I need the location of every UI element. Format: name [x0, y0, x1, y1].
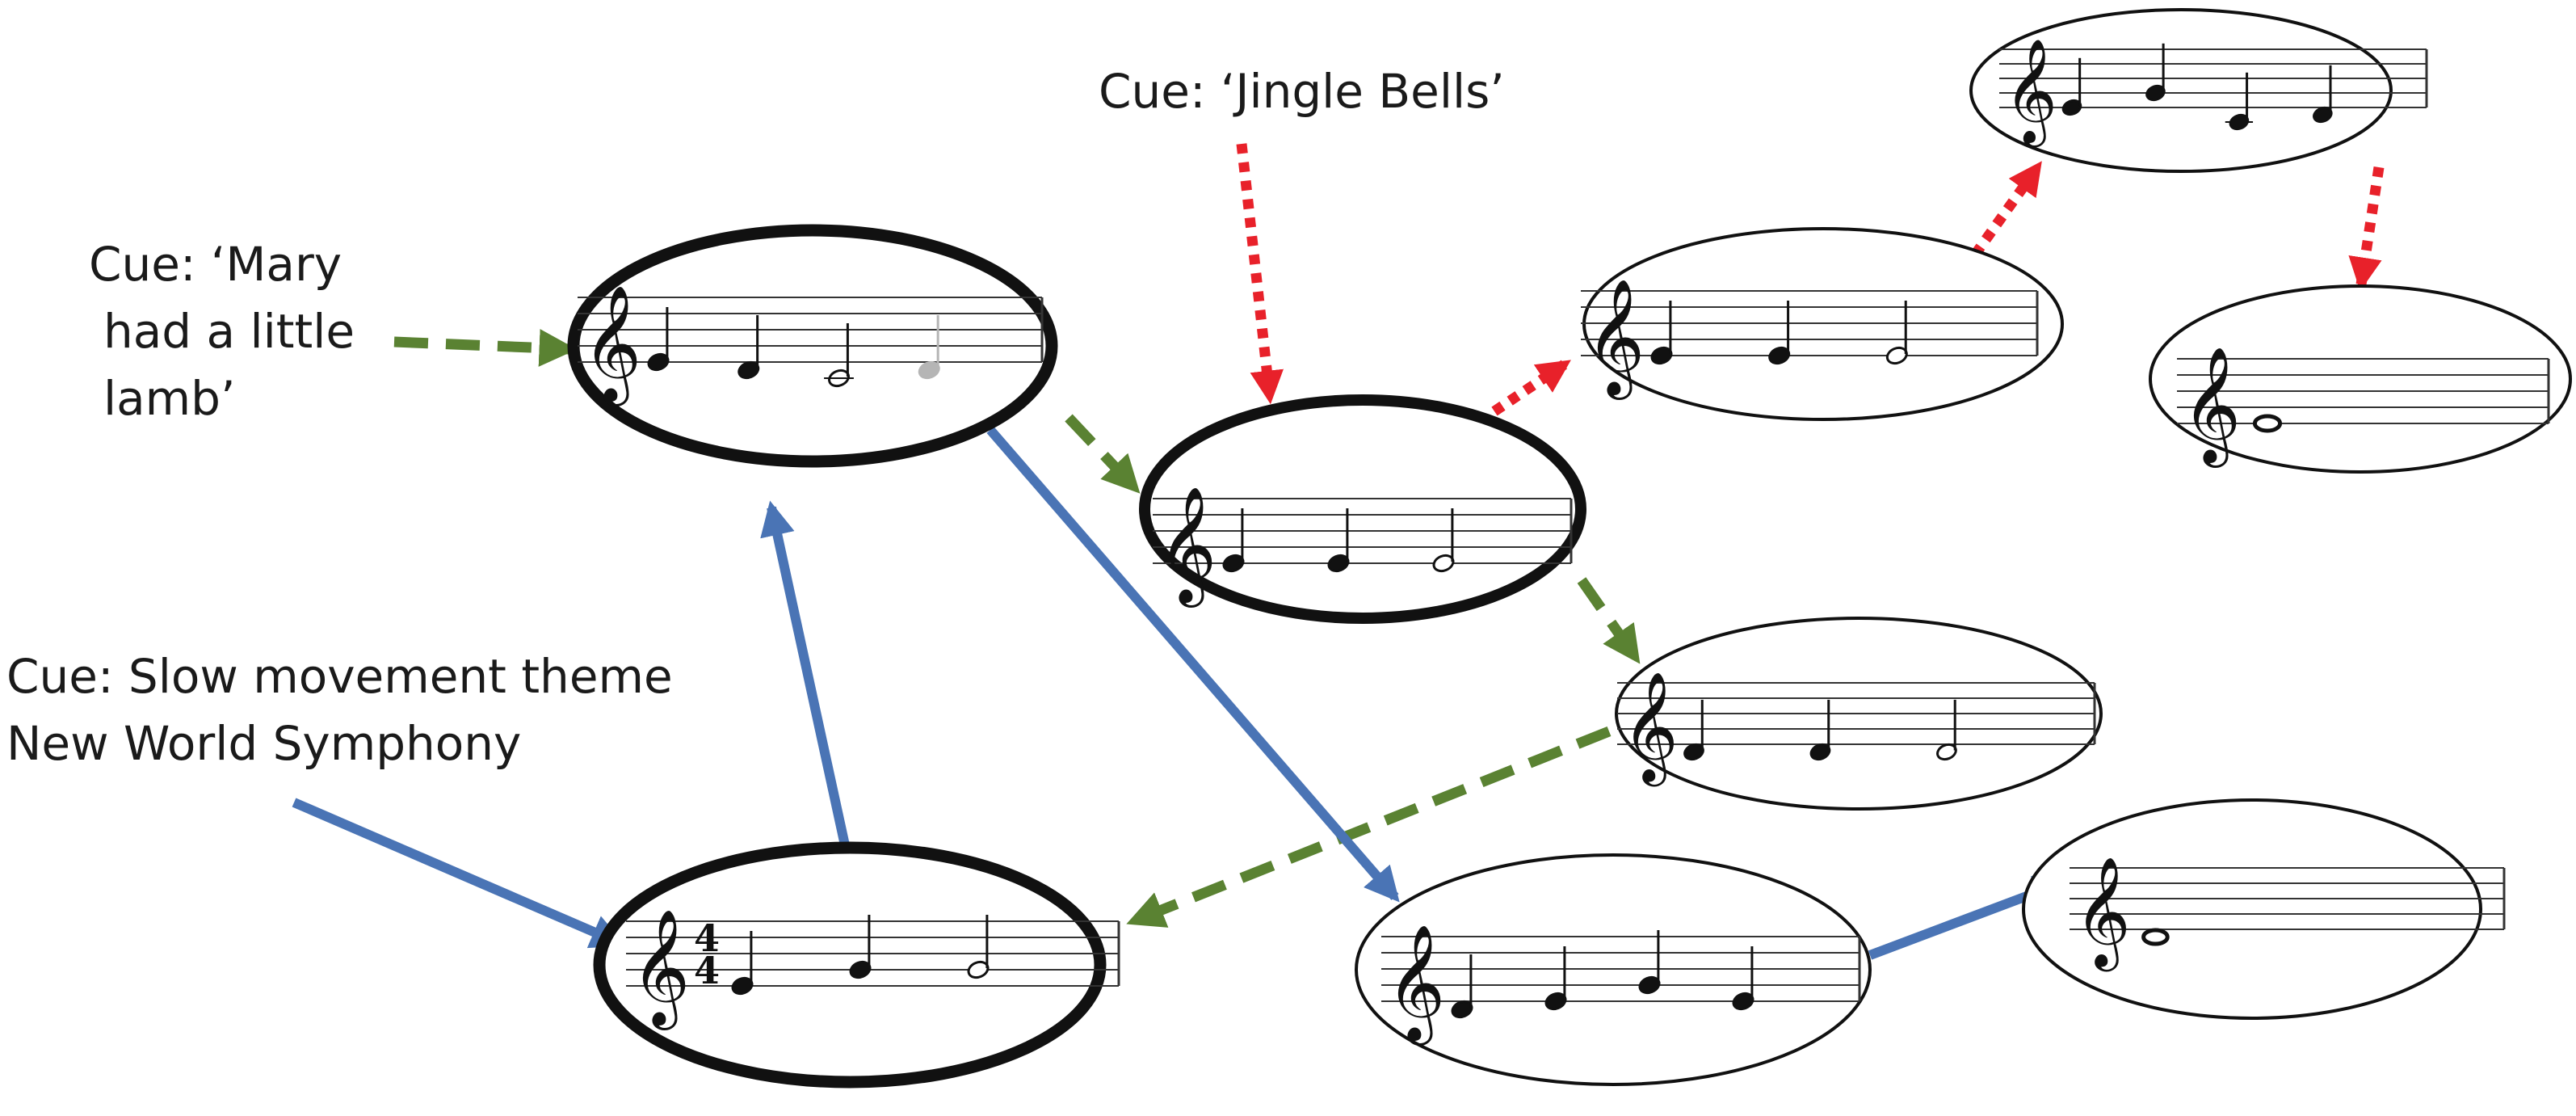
- note-C4-quarter: [2225, 72, 2254, 131]
- note-E4-quarter: [1327, 508, 1350, 573]
- edge-mary-2-to-newworld: [1126, 726, 1612, 928]
- edge-mary-to-newworld-2: [986, 427, 1400, 903]
- note-E4-quarter: [1732, 946, 1754, 1011]
- treble-clef-icon: 𝄞: [1622, 671, 1679, 786]
- cue-newworld-line-2: New World Symphony: [6, 716, 521, 771]
- note-E4-quarter: [1650, 301, 1673, 365]
- edge-cue-newworld-to-newworld: [292, 798, 626, 949]
- music-staff: 𝄞: [1153, 486, 1573, 608]
- nodes-layer: 𝄞 𝄞 𝄞 𝄞 𝄞 𝄞 𝄞44 𝄞 𝄞: [567, 8, 2572, 1089]
- time-signature-top: 4: [694, 916, 720, 960]
- note-sequence: [2252, 414, 2283, 433]
- cue-mary-label: Cue: ‘Mary had a little lamb’: [89, 237, 355, 426]
- note-E4-quarter: [647, 307, 670, 372]
- cue-mary-line-1: Cue: ‘Mary: [89, 237, 342, 292]
- edge-mary-to-jingle-1: [1065, 414, 1141, 494]
- edges-layer: [292, 143, 2385, 960]
- cue-mary-line-3: lamb’: [103, 371, 235, 426]
- music-staff: 𝄞: [578, 285, 1044, 406]
- node-mary-had-a-little-lamb: 𝄞: [567, 224, 1058, 468]
- music-staff: 𝄞44: [626, 909, 1120, 1030]
- node-jingle-bells-1: 𝄞: [1139, 394, 1586, 624]
- time-signature-bottom: 4: [694, 949, 720, 992]
- music-staff: 𝄞: [1999, 38, 2428, 148]
- note-E4-quarter: [1544, 946, 1567, 1011]
- node-outline: [593, 841, 1107, 1089]
- edge-cue-jingle-to-jingle-1: [1236, 143, 1284, 405]
- note-E4-whole: [2252, 414, 2283, 433]
- note-D4-quarter: [1683, 699, 1704, 761]
- note-D4-quarter: [918, 315, 940, 380]
- note-D4-quarter: [1451, 954, 1473, 1019]
- music-staff: 𝄞: [2177, 347, 2550, 468]
- node-new-world-2: 𝄞: [1355, 853, 1872, 1086]
- note-sequence: [731, 915, 990, 996]
- music-staff: 𝄞: [1581, 279, 2039, 400]
- note-sequence: [2061, 43, 2333, 131]
- note-C4-half: [824, 323, 854, 388]
- note-D4-quarter: [1809, 699, 1831, 761]
- edge-newworld-to-mary: [760, 500, 850, 847]
- cue-mary-line-2: had a little: [103, 304, 355, 359]
- cue-newworld-line-1: Cue: Slow movement theme: [6, 649, 673, 704]
- note-G4-quarter: [849, 915, 872, 979]
- treble-clef-icon: 𝄞: [631, 909, 690, 1030]
- note-E4-half: [1885, 301, 1908, 365]
- note-G4-quarter: [1638, 930, 1661, 995]
- note-D4-quarter: [738, 315, 760, 380]
- note-G4-half: [967, 915, 990, 979]
- edge-cue-mary-to-mary: [393, 329, 578, 367]
- node-new-world-3: 𝄞: [2022, 798, 2506, 1020]
- music-staff: 𝄞: [1617, 671, 2096, 786]
- note-sequence: [1650, 301, 1908, 365]
- treble-clef-icon: 𝄞: [2004, 38, 2057, 148]
- note-sequence: [647, 307, 940, 388]
- note-head: [2252, 414, 2283, 433]
- node-jingle-bells-2: 𝄞: [1581, 227, 2064, 421]
- note-D4-quarter: [2313, 65, 2333, 124]
- node-mary-had-a-little-lamb-2: 𝄞: [1615, 617, 2103, 811]
- note-D4-whole: [2141, 928, 2170, 946]
- note-E4-half: [1432, 508, 1455, 573]
- note-sequence: [1683, 699, 1957, 761]
- music-staff: 𝄞: [1381, 924, 1861, 1046]
- note-E4-quarter: [2061, 57, 2082, 116]
- note-sequence: [1222, 508, 1455, 573]
- cue-newworld-label: Cue: Slow movement theme New World Symph…: [6, 649, 673, 771]
- note-sequence: [2141, 928, 2170, 946]
- note-E4-quarter: [731, 931, 754, 996]
- treble-clef-icon: 𝄞: [2074, 856, 2131, 971]
- note-D4-half: [1936, 699, 1957, 761]
- music-staff: 𝄞: [2070, 856, 2506, 971]
- note-E4-quarter: [1222, 508, 1245, 573]
- note-G4-quarter: [2145, 43, 2166, 102]
- node-jingle-bells-3: 𝄞: [1969, 8, 2428, 173]
- note-sequence: [1451, 930, 1754, 1019]
- note-E4-quarter: [1768, 301, 1791, 365]
- treble-clef-icon: 𝄞: [1586, 279, 1645, 400]
- edge-jingle-1-to-mary-2: [1577, 577, 1641, 664]
- cue-jingle-line-1: Cue: ‘Jingle Bells’: [1099, 64, 1505, 119]
- edge-jingle-3-to-jingle-4: [2348, 166, 2385, 292]
- cue-jingle-label: Cue: ‘Jingle Bells’: [1099, 64, 1505, 119]
- node-jingle-bells-4: 𝄞: [2149, 284, 2572, 474]
- treble-clef-icon: 𝄞: [582, 285, 641, 406]
- treble-clef-icon: 𝄞: [2182, 347, 2241, 468]
- treble-clef-icon: 𝄞: [1386, 924, 1445, 1046]
- node-new-world-symphony: 𝄞44: [593, 841, 1120, 1089]
- node-outline: [2022, 798, 2482, 1020]
- edge-jingle-2-to-jingle-3: [1970, 161, 2043, 258]
- note-head: [2141, 928, 2170, 946]
- treble-clef-icon: 𝄞: [1158, 486, 1217, 608]
- edge-jingle-1-to-jingle-2: [1491, 359, 1571, 416]
